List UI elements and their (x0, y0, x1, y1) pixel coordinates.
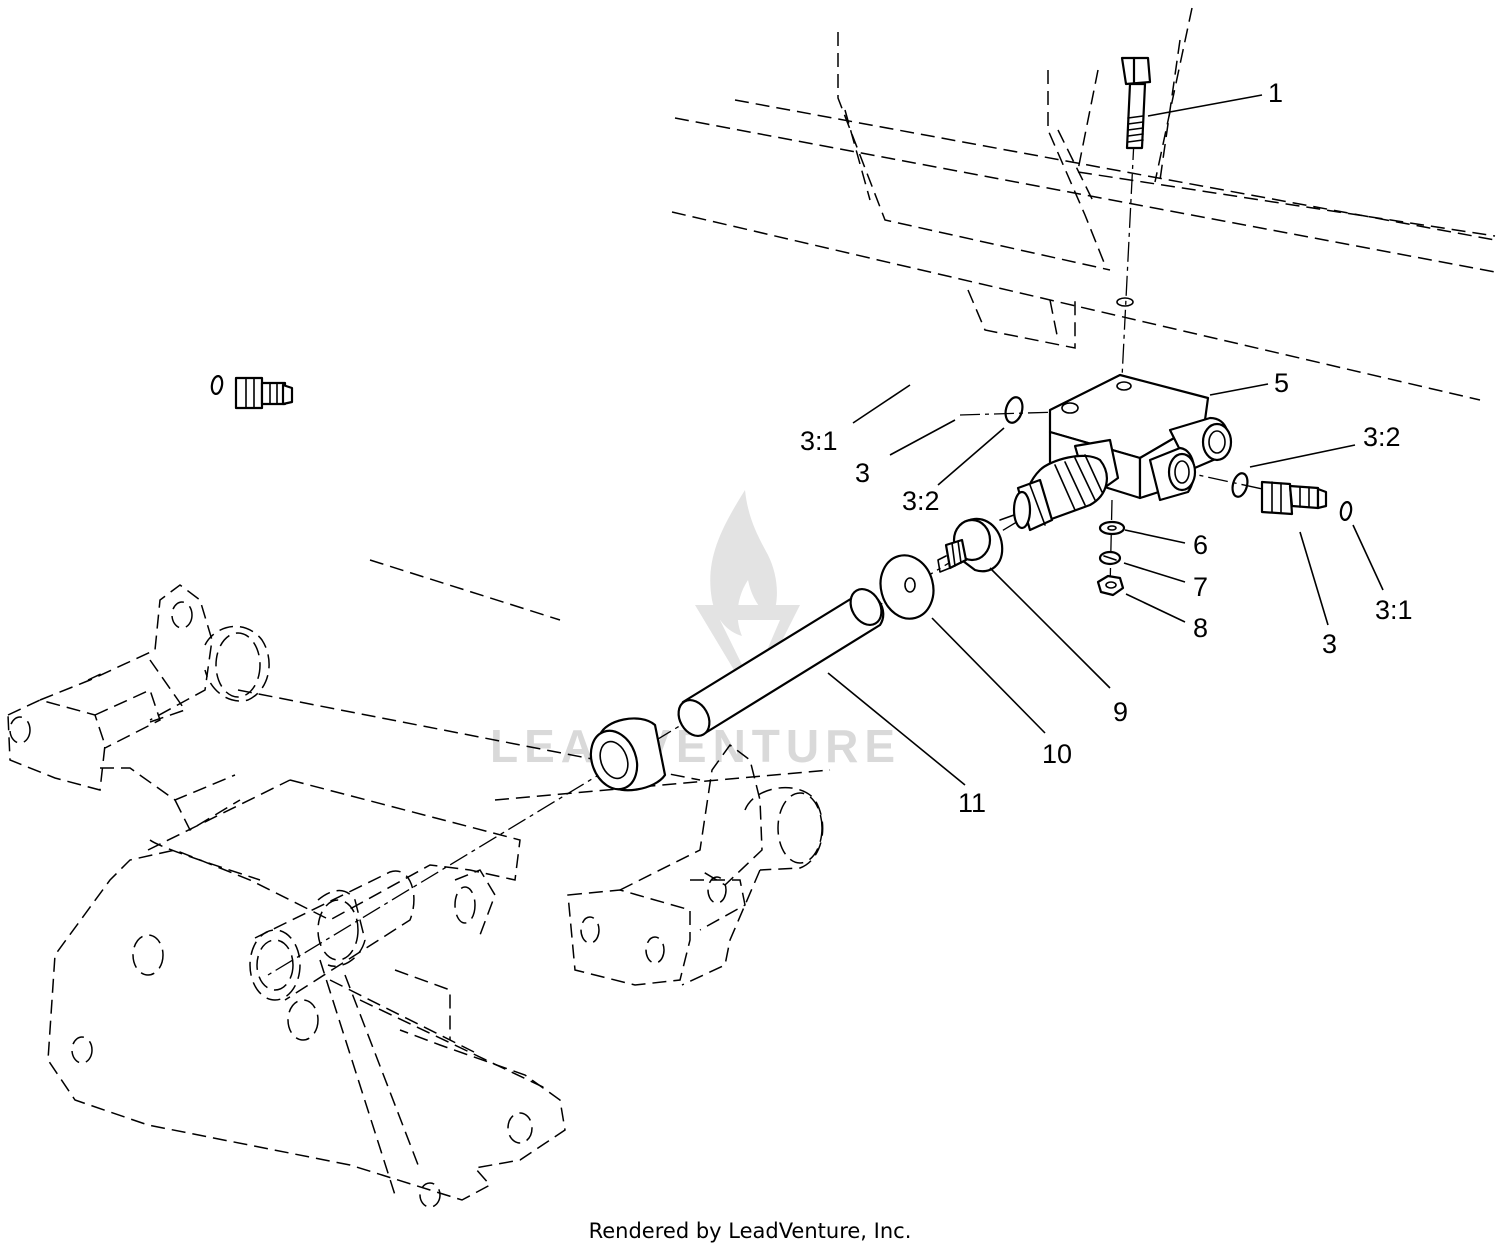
fitting-right-part-3 (1231, 472, 1353, 522)
footer-credit: Rendered by LeadVenture, Inc. (589, 1219, 912, 1243)
callout-3-1-right: 3:1 (1375, 595, 1413, 625)
callout-7: 7 (1193, 572, 1208, 602)
callout-11: 11 (958, 788, 986, 818)
leadventure-v-logo (695, 605, 800, 700)
callout-10: 10 (1042, 739, 1072, 769)
callout-8: 8 (1193, 613, 1208, 643)
leader-lines (827, 94, 1384, 786)
callout-9: 9 (1113, 697, 1128, 727)
callout-3-2-right: 3:2 (1363, 422, 1401, 452)
fitting-left-part-3 (210, 374, 1024, 424)
callout-3-2-left: 3:2 (902, 486, 940, 516)
valve-body-part-5 (999, 373, 1233, 532)
callout-3-left: 3 (855, 458, 870, 488)
callout-1: 1 (1268, 78, 1283, 108)
washer-part-10 (879, 554, 935, 620)
callout-3-1-left: 3:1 (800, 426, 838, 456)
frame-phantom-lines (237, 7, 1496, 801)
pin-part-11 (677, 588, 885, 737)
linkage-bushing (589, 717, 667, 792)
leadventure-flame-logo (710, 490, 777, 636)
callout-labels: 1 5 3:1 3 3:2 3:2 3 3:1 6 7 8 9 10 11 (800, 78, 1413, 818)
hardware-parts-6-7-8 (1096, 520, 1126, 597)
watermark: LEADVENTURE (490, 490, 895, 772)
linkage-bracket-phantom (7, 584, 824, 1208)
callout-6: 6 (1193, 530, 1208, 560)
callout-3-right: 3 (1322, 629, 1337, 659)
bushing-part-9 (937, 517, 1004, 573)
bolt-part-1 (1116, 56, 1152, 307)
callout-5: 5 (1274, 368, 1289, 398)
assembly-center-lines (267, 139, 1291, 976)
